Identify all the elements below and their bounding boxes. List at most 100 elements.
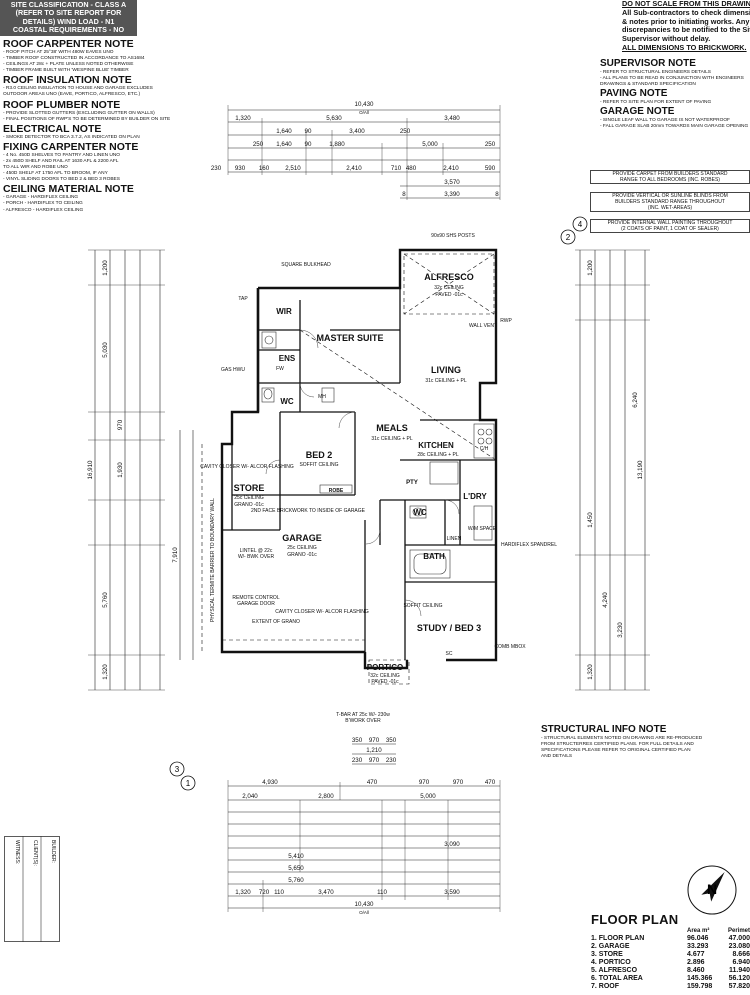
area-area: 8.460 — [687, 967, 705, 974]
warning-line: & notes prior to initiating works. Any — [622, 16, 750, 26]
note-tbar: T-BAR AT 25c W/- 230w — [336, 712, 390, 718]
note-item: - ALFRESCO - HARDIFLEX CEILING — [3, 207, 84, 213]
structural-note: STRUCTURAL INFO NOTE - STRUCTURAL ELEMEN… — [541, 724, 750, 760]
dim-right: 1,320 — [587, 664, 594, 680]
area-perim: 8.666 — [732, 951, 750, 958]
dim-left: 5,760 — [102, 592, 109, 608]
note-square-bulkhead: SQUARE BULKHEAD — [281, 262, 331, 268]
label-ch: C/H — [480, 446, 489, 452]
area-label: 6. TOTAL AREA — [591, 975, 643, 982]
room-study: STUDY / BED 3 — [417, 623, 481, 633]
note-item: - TIMBER FRAME BUILT WITH 'WESPINE BLUE'… — [3, 68, 129, 74]
floor-plan-table: FLOOR PLAN Area m² Perimet 1. FLOOR PLAN… — [591, 912, 750, 991]
room-wir: WIR — [276, 307, 292, 316]
scale-warning: DO NOT SCALE FROM THIS DRAWING All Sub-c… — [622, 0, 750, 53]
room-pty: PTY — [406, 480, 418, 486]
area-area: 4.677 — [687, 951, 705, 958]
note-item: - TIMBER ROOF CONSTRUCTED IN ACCORDANCE … — [3, 56, 145, 62]
dim-bot: 2,800 — [318, 793, 334, 800]
col-perim: Perimet — [727, 928, 750, 934]
dim-top: 1,320 — [235, 115, 251, 122]
note-title: FIXING CARPENTER NOTE — [3, 140, 139, 153]
area-label: 3. STORE — [591, 951, 623, 958]
dim-top: 2,410 — [346, 165, 362, 172]
builder-label: BUILDER: — [50, 840, 56, 864]
dim-bot: 1,320 — [235, 889, 251, 896]
dim-top: 3,400 — [349, 128, 365, 135]
note-extent: EXTENT OF GRANO — [252, 619, 300, 625]
area-perim: 47.000 — [728, 935, 750, 942]
structural-item: SPECIFICATIONS PLEASE REFER TO ORIGINAL … — [541, 748, 691, 754]
dim-bot: 4,930 — [262, 779, 278, 786]
study-ceiling: SOFFIT CEILING — [403, 603, 442, 609]
garage-grano: GRANO -01c — [287, 552, 317, 558]
label-fw: FW — [276, 366, 284, 372]
note-item: - ROOF PITCH AT 25°38' WITH 480W EAVES U… — [3, 50, 114, 55]
callout-bot-a: 3 — [175, 765, 180, 774]
spec-line: PROVIDE INTERNAL WALL PAINTING THROUGHOU… — [607, 220, 733, 226]
callout-bot-b: 1 — [186, 779, 191, 788]
dim-bot: 5,410 — [288, 853, 304, 860]
spec-line: BUILDERS STANDARD RANGE THROUGHOUT — [615, 199, 725, 205]
spec-line: PROVIDE CARPET FROM BUILDERS STANDARD — [612, 171, 728, 177]
note-remote2: GARAGE DOOR — [237, 601, 275, 607]
room-bath: BATH — [423, 552, 445, 561]
north-arrow-icon — [687, 865, 737, 915]
note-title: ROOF PLUMBER NOTE — [3, 98, 121, 111]
floor-plan-header: Area m² Perimet — [591, 927, 750, 935]
note-item: - REFER TO SITE PLAN FOR EXTENT OF PAVIN… — [600, 100, 712, 106]
note-posts: 90x90 SHS POSTS — [431, 233, 475, 239]
note-item: - SMOKE DETECTOR TO BCA 3.7.2, AS INDICA… — [3, 134, 140, 140]
note-tap: TAP — [238, 296, 248, 302]
note-rwp: RWP — [500, 318, 512, 324]
right-notes: SUPERVISOR NOTE- REFER TO STRUCTURAL ENG… — [600, 58, 750, 131]
room-garage: GARAGE — [282, 533, 322, 543]
room-portico: PORTICO — [367, 663, 403, 672]
dim-top: 5,000 — [422, 141, 438, 148]
room-wc2: WC — [413, 508, 427, 517]
area-label: 7. ROOF — [591, 983, 620, 990]
dim-top: 3,390 — [444, 191, 460, 198]
area-perim: 11.940 — [728, 967, 750, 974]
bed2-ceiling: SOFFIT CEILING — [299, 462, 338, 468]
note-title: GARAGE NOTE — [600, 106, 675, 118]
area-area: 145.366 — [687, 975, 713, 982]
note-title: ELECTRICAL NOTE — [3, 122, 102, 135]
floor-plan-title: FLOOR PLAN — [591, 912, 679, 927]
area-area: 96.046 — [687, 935, 709, 942]
site-classification-box: SITE CLASSIFICATION - CLASS A (REFER TO … — [0, 0, 137, 36]
dim-top: 160 — [259, 165, 270, 172]
dim-top: 1,640 — [276, 141, 292, 148]
dim-left: 7,910 — [172, 547, 179, 563]
dim-right: 3,230 — [617, 622, 624, 638]
dim-bot: 3,090 — [444, 841, 460, 848]
area-row: 3. STORE 4.677 8.666 — [591, 951, 750, 959]
room-bed2: BED 2 — [306, 450, 333, 460]
area-perim: 57.820 — [728, 983, 750, 990]
dim-bot: 110 — [377, 889, 387, 896]
dim-portico: 970 — [369, 757, 380, 764]
dim-top-overall: 10,430 — [355, 101, 374, 108]
dim-top: 90 — [305, 141, 312, 148]
note-item: - CEILINGS AT 28c + PLATE UNLESS NOTED O… — [3, 62, 134, 68]
note-sc: SC — [446, 651, 453, 657]
note-title: PAVING NOTE — [600, 88, 668, 100]
structural-item: FROM STRUCTERRES CERTIFIED PLANS. FOR FU… — [541, 742, 694, 748]
site-class-line: (REFER TO SITE REPORT FOR — [15, 8, 122, 18]
area-label: 1. FLOOR PLAN — [591, 935, 645, 942]
spec-line: RANGE TO ALL BEDROOMS (INC. ROBES) — [620, 177, 720, 183]
warning-line: discrepancies to be notified to the Site — [622, 25, 750, 35]
note-remote: REMOTE CONTROL — [232, 595, 279, 601]
dim-bot: 5,000 — [420, 793, 436, 800]
dim-top: 3,570 — [444, 179, 460, 186]
note-lintel2: W/- BWK OVER — [238, 554, 275, 560]
dim-portico: 230 — [386, 757, 397, 764]
alfresco-ceiling: 32c CEILING — [434, 285, 464, 291]
dim-bot: 5,650 — [288, 865, 304, 872]
room-ldry: L'DRY — [463, 492, 487, 501]
dim-bot: 110 — [274, 889, 284, 896]
callout-top-a: 2 — [566, 233, 571, 242]
